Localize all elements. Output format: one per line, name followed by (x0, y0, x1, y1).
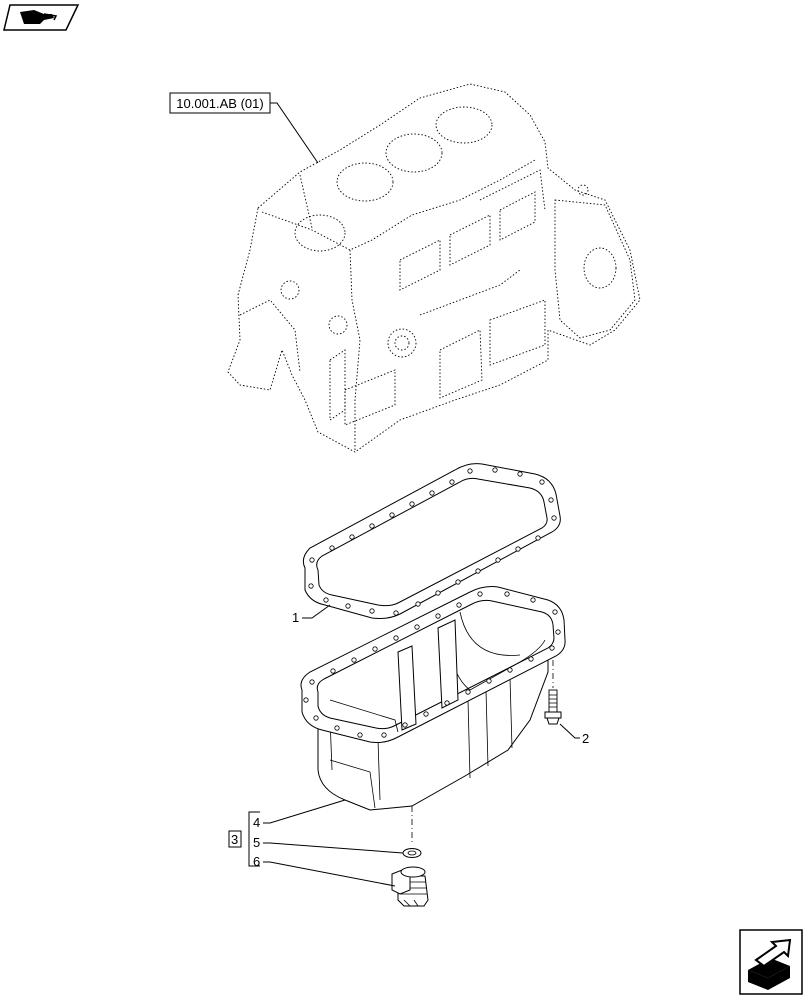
kit-box (228, 830, 242, 848)
sealing-washer (402, 848, 422, 858)
book-hand-icon[interactable] (3, 4, 80, 31)
callout-leader-5 (263, 842, 404, 854)
bolt (544, 660, 562, 725)
engine-block (227, 83, 641, 453)
callout-3[interactable]: 3 (231, 832, 238, 847)
kit-bracket (228, 811, 260, 867)
next-arrow-box-icon[interactable] (739, 929, 803, 995)
oil-pan-gasket (302, 463, 561, 619)
oil-pan (300, 586, 566, 811)
callout-2[interactable]: 2 (582, 731, 589, 746)
callout-leader-1 (302, 604, 331, 619)
callout-4[interactable]: 4 (253, 815, 260, 830)
callout-1[interactable]: 1 (292, 610, 299, 625)
callout-leader-4 (263, 799, 346, 824)
callout-5[interactable]: 5 (253, 835, 260, 850)
callout-leader-2 (559, 723, 580, 739)
reference-label[interactable]: 10.001.AB (01) (169, 92, 271, 114)
callout-6[interactable]: 6 (253, 854, 260, 869)
drain-plug (391, 866, 429, 907)
reference-leader (270, 102, 319, 164)
svg-text:10.001.AB (01): 10.001.AB (01) (176, 96, 263, 111)
callout-leader-6 (263, 861, 396, 887)
